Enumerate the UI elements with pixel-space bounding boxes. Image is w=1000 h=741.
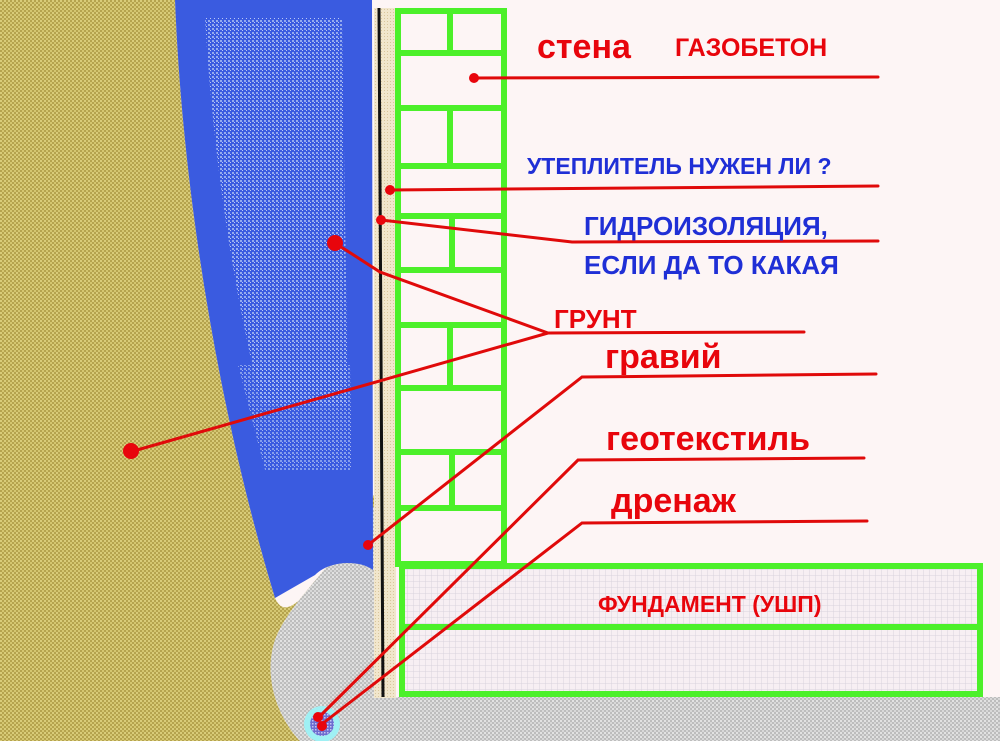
label-insulation-question: УТЕПЛИТЕЛЬ НУЖЕН ЛИ ? <box>527 153 832 179</box>
label-waterproofing-line2: ЕСЛИ ДА ТО КАКАЯ <box>584 250 839 280</box>
leader-dots <box>123 73 479 731</box>
soil-area <box>0 0 378 741</box>
label-waterproofing-line1: ГИДРОИЗОЛЯЦИЯ, <box>584 211 828 241</box>
waterproofing-membrane-line <box>377 7 385 698</box>
leader-lines <box>128 75 880 726</box>
insulation-strip <box>374 8 396 698</box>
aerated-concrete-wall <box>395 8 507 567</box>
foundation-slab <box>399 563 983 697</box>
label-wall-material: ГАЗОБЕТОН <box>675 34 828 62</box>
label-gravel: гравий <box>605 338 722 376</box>
label-foundation: ФУНДАМЕНТ (УШП) <box>598 591 822 617</box>
label-drainage: дренаж <box>611 482 736 520</box>
label-geotextile: геотекстиль <box>606 420 811 458</box>
gravel-base <box>378 697 1000 741</box>
label-soil: ГРУНТ <box>554 304 637 334</box>
label-wall: стена <box>537 28 631 66</box>
waterproofing-speckle <box>205 18 348 405</box>
